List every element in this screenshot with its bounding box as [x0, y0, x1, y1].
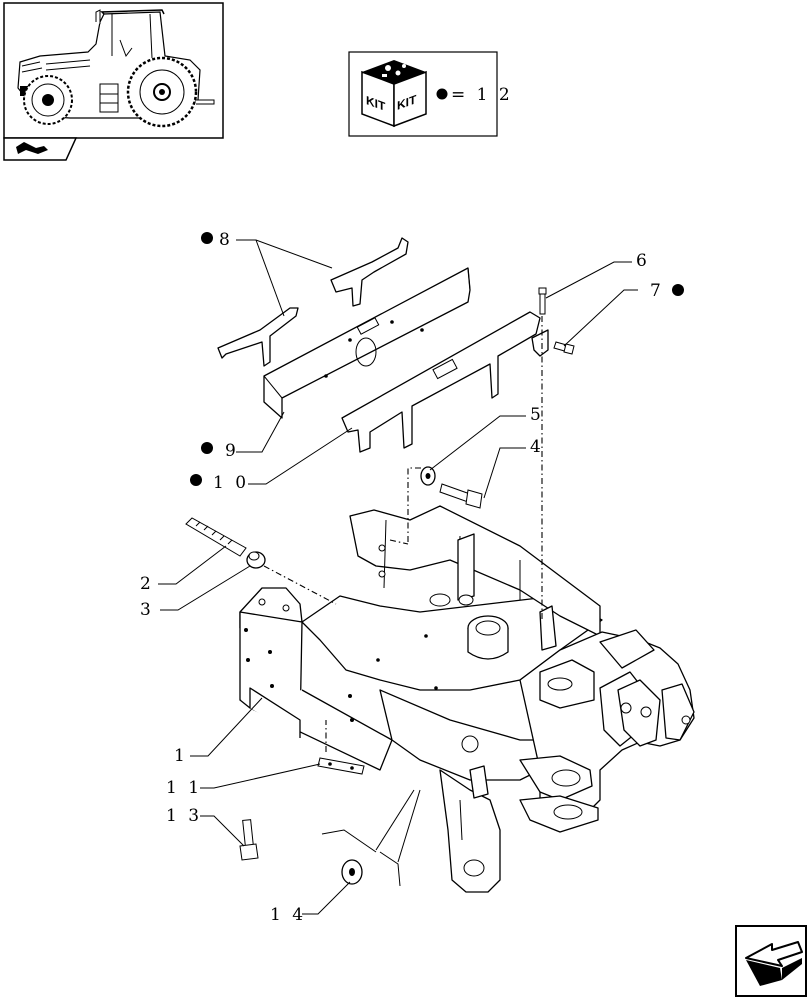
washer-5: [420, 466, 436, 486]
callout-8: 8: [219, 230, 233, 250]
callout-10: 1 0: [213, 473, 249, 493]
callout-1: 1: [174, 746, 188, 766]
bolt-6: [538, 287, 547, 315]
section-symbol-icon: [16, 142, 48, 154]
kit-bullet-icon: [201, 442, 213, 454]
callout-6: 6: [636, 251, 650, 271]
kit-quantity-note: = 1 2: [451, 85, 513, 105]
callout-11: 1 1: [166, 778, 202, 798]
callout-13: 1 3: [166, 806, 202, 826]
next-page-arrow-icon: [745, 941, 803, 986]
shim-plate-11: [317, 757, 365, 775]
bolt-7: [553, 341, 575, 355]
callout-14: 1 4: [270, 905, 306, 925]
kit-bullet-icon: [190, 474, 202, 486]
callout-5: 5: [530, 405, 544, 425]
frame-10: [341, 311, 541, 453]
stud-2: [185, 517, 247, 557]
plate-9: [263, 267, 471, 419]
kit-bullet-icon: [672, 284, 684, 296]
callout-4: 4: [530, 437, 544, 457]
tractor-thumbnail[interactable]: [3, 2, 224, 161]
callout-3: 3: [140, 600, 154, 620]
callout-7: 7: [650, 281, 664, 301]
leader-lines: [158, 239, 638, 915]
kit-box-icon: KIT KIT: [361, 60, 427, 128]
kit-bullet-icon: [201, 232, 213, 244]
tractor-icon: [17, 9, 215, 128]
bracket-8-left: [217, 307, 299, 367]
washer-14: [341, 859, 363, 885]
bolt-4: [439, 483, 483, 509]
next-page-button[interactable]: [735, 925, 807, 997]
kit-legend-box: KIT KIT = 1 2: [348, 51, 513, 137]
spacer-3: [246, 551, 266, 569]
bolt-13: [239, 819, 259, 861]
callout-2: 2: [140, 574, 154, 594]
bracket-8-right: [330, 237, 409, 307]
front-support-frame: [239, 505, 695, 893]
kit-bullet-icon: [436, 88, 448, 100]
callout-9: 9: [225, 441, 239, 461]
